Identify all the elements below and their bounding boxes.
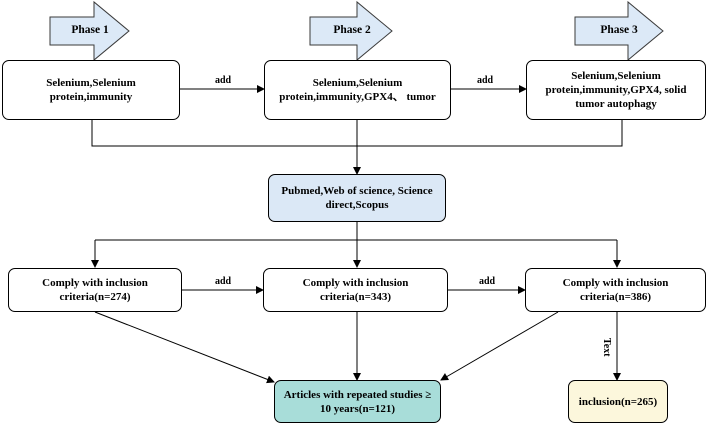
phase-1-arrow-shape <box>49 0 130 62</box>
phase-3-label: Phase 3 <box>600 24 638 36</box>
add-label-top-1: add <box>215 75 232 86</box>
add-label-mid-1: add <box>215 276 232 287</box>
inclusion-box: inclusion(n=265) <box>568 380 668 423</box>
phase-1-label: Phase 1 <box>71 24 109 36</box>
criteria-box-1: Comply with inclusion criteria(n=274) <box>8 268 182 312</box>
criteria-box-2: Comply with inclusion criteria(n=343) <box>263 268 448 312</box>
c3-to-repeated-arrow <box>440 311 559 381</box>
add-label-mid-2: add <box>479 276 496 287</box>
text-edge-label: Text <box>601 338 612 357</box>
criteria-box-3: Comply with inclusion criteria(n=386) <box>525 268 706 312</box>
phase-2-label: Phase 2 <box>333 24 371 36</box>
phase-2-arrow-shape <box>309 0 393 62</box>
phase-3-arrow-shape <box>574 0 664 62</box>
add-label-top-2: add <box>477 75 494 86</box>
phase-2-terms-box: Selenium,Selenium protein,immunity,GPX4、… <box>264 60 451 120</box>
c1-to-repeated-arrow <box>94 311 275 384</box>
phase-3-terms-box: Selenium,Selenium protein,immunity,GPX4,… <box>526 60 706 120</box>
phase-1-terms-box: Selenium,Selenium protein,immunity <box>2 60 180 120</box>
repeated-studies-box: Articles with repeated studies ≥ 10 year… <box>274 380 441 423</box>
databases-box: Pubmed,Web of science, Science direct,Sc… <box>268 174 446 222</box>
